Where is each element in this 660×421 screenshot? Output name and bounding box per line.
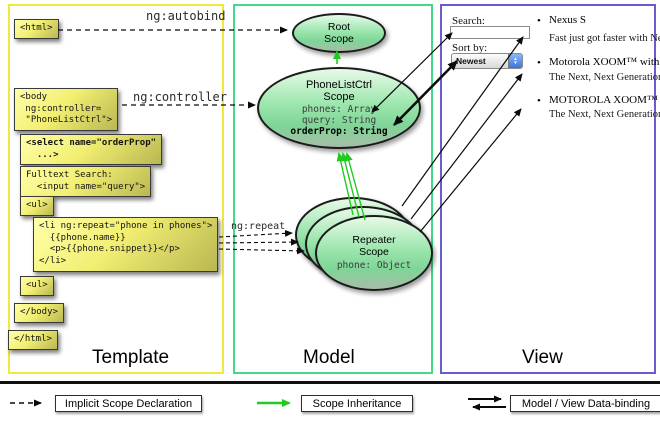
search-input[interactable] bbox=[450, 26, 530, 39]
bullet-icon: • bbox=[537, 57, 541, 69]
code-fulltext-search: Fulltext Search: <input name="query"> bbox=[20, 166, 152, 198]
phone-item-title: Nexus S bbox=[549, 14, 586, 26]
legend-separator bbox=[0, 381, 660, 384]
phone-item-title: Motorola XOOM™ with Wi-Fi bbox=[549, 56, 660, 68]
dropdown-stepper-icon: ▲▼ bbox=[508, 54, 522, 68]
label-ng-controller: ng:controller bbox=[133, 90, 227, 104]
legend-data-binding: Model / View Data-binding bbox=[510, 395, 660, 412]
model-column-title: Model bbox=[303, 347, 355, 368]
view-column-title: View bbox=[522, 347, 563, 368]
search-label: Search: bbox=[452, 15, 485, 27]
phone-item-desc: Fast just got faster with Nexus S. bbox=[549, 33, 660, 44]
code-select-orderprop: <select name="orderProp" ...> bbox=[20, 134, 163, 166]
sort-dropdown[interactable]: Newest ▲▼ bbox=[451, 53, 523, 69]
code-ul-open: <ul> bbox=[20, 196, 54, 216]
legend-implicit-scope: Implicit Scope Declaration bbox=[55, 395, 202, 412]
legend-scope-inheritance: Scope Inheritance bbox=[301, 395, 413, 412]
bullet-icon: • bbox=[537, 15, 541, 27]
code-html-close: </html> bbox=[8, 330, 58, 350]
code-li-repeat: <li ng:repeat="phone in phones"> {{phone… bbox=[33, 217, 219, 272]
template-column-title: Template bbox=[92, 347, 170, 368]
scope-prop-phone: phone: Object bbox=[336, 260, 412, 272]
phone-item-desc: The Next, Next Generation tablet. bbox=[549, 72, 660, 83]
label-ng-repeat: ng:repeat bbox=[231, 221, 286, 232]
scope-phonelistctrl: PhoneListCtrl Scope phones: Array query:… bbox=[257, 67, 421, 149]
scope-prop-phones: phones: Array bbox=[301, 103, 377, 115]
code-html-open: <html> bbox=[14, 19, 59, 39]
scope-repeater: Repeater Scope phone: Object bbox=[315, 215, 433, 291]
scope-phonelistctrl-title: PhoneListCtrl Scope bbox=[305, 78, 373, 104]
scope-repeater-title: Repeater Scope bbox=[352, 234, 396, 259]
code-body-close: </body> bbox=[14, 303, 64, 323]
model-column bbox=[233, 4, 433, 374]
bullet-icon: • bbox=[537, 95, 541, 107]
scope-root: Root Scope bbox=[292, 13, 386, 53]
phone-item-title: MOTOROLA XOOM™ bbox=[549, 94, 658, 106]
sort-dropdown-value: Newest bbox=[456, 56, 486, 66]
code-body-open: <body ng:controller= "PhoneListCtrl"> bbox=[14, 88, 119, 132]
phone-item-desc: The Next, Next Generation tablet. bbox=[549, 109, 660, 120]
scope-prop-orderprop: orderProp: String bbox=[290, 126, 388, 138]
label-ng-autobind: ng:autobind bbox=[146, 9, 226, 23]
scope-prop-query: query: String bbox=[301, 115, 377, 127]
code-ul-close: <ul> bbox=[20, 276, 54, 296]
scope-root-title: Root Scope bbox=[324, 20, 354, 45]
